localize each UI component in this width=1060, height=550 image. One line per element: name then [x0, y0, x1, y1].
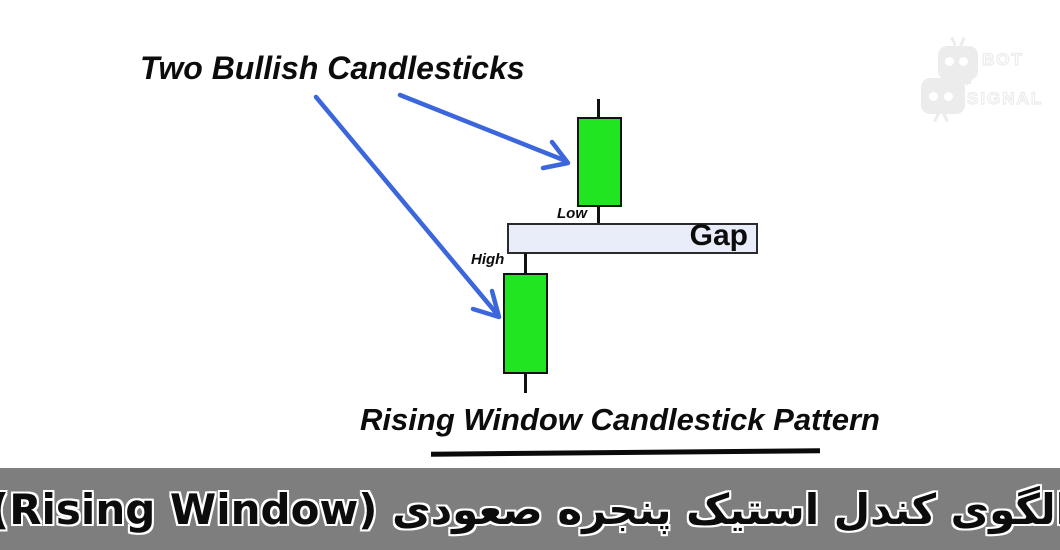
watermark-signal-label: SIGNAL [966, 88, 1044, 108]
arrow-to-lower-candle [313, 94, 502, 320]
antenna-icon [950, 36, 957, 47]
upper-candle-bottom-wick [597, 207, 600, 224]
arrow-to-upper-candle [397, 92, 571, 171]
robot-head-icon [921, 78, 965, 123]
gap-zone-box: Gap [507, 219, 758, 254]
watermark-bot-label: BOT [981, 49, 1024, 69]
robot-eye-icon [929, 92, 938, 101]
robot-eye-icon [945, 57, 954, 66]
robot-eye-icon [959, 57, 968, 66]
gap-label: Gap [689, 219, 748, 252]
bot-signal-watermark: BOT SIGNAL [915, 22, 1044, 123]
antenna-icon [942, 112, 949, 123]
diagram-title: Two Bullish Candlesticks [140, 50, 525, 86]
robot-head-icon [938, 36, 978, 80]
footer-bar: الگوی کندل استیک پنجره صعودی (Rising Win… [0, 468, 1060, 550]
low-label: Low [557, 205, 587, 222]
robot-eye-icon [944, 92, 953, 101]
high-label: High [471, 251, 505, 268]
upper-bullish-candle-body [577, 117, 622, 207]
antenna-icon [933, 112, 940, 123]
pattern-caption: Rising Window Candlestick Pattern [360, 402, 880, 437]
lower-candle-bottom-wick [524, 374, 527, 393]
caption-underline [430, 448, 821, 457]
lower-candle-top-wick [524, 253, 527, 273]
lower-bullish-candle-body [503, 273, 548, 374]
upper-candle-top-wick [597, 99, 600, 117]
footer-persian-title: الگوی کندل استیک پنجره صعودی (Rising Win… [0, 484, 1060, 534]
antenna-icon [959, 36, 966, 47]
